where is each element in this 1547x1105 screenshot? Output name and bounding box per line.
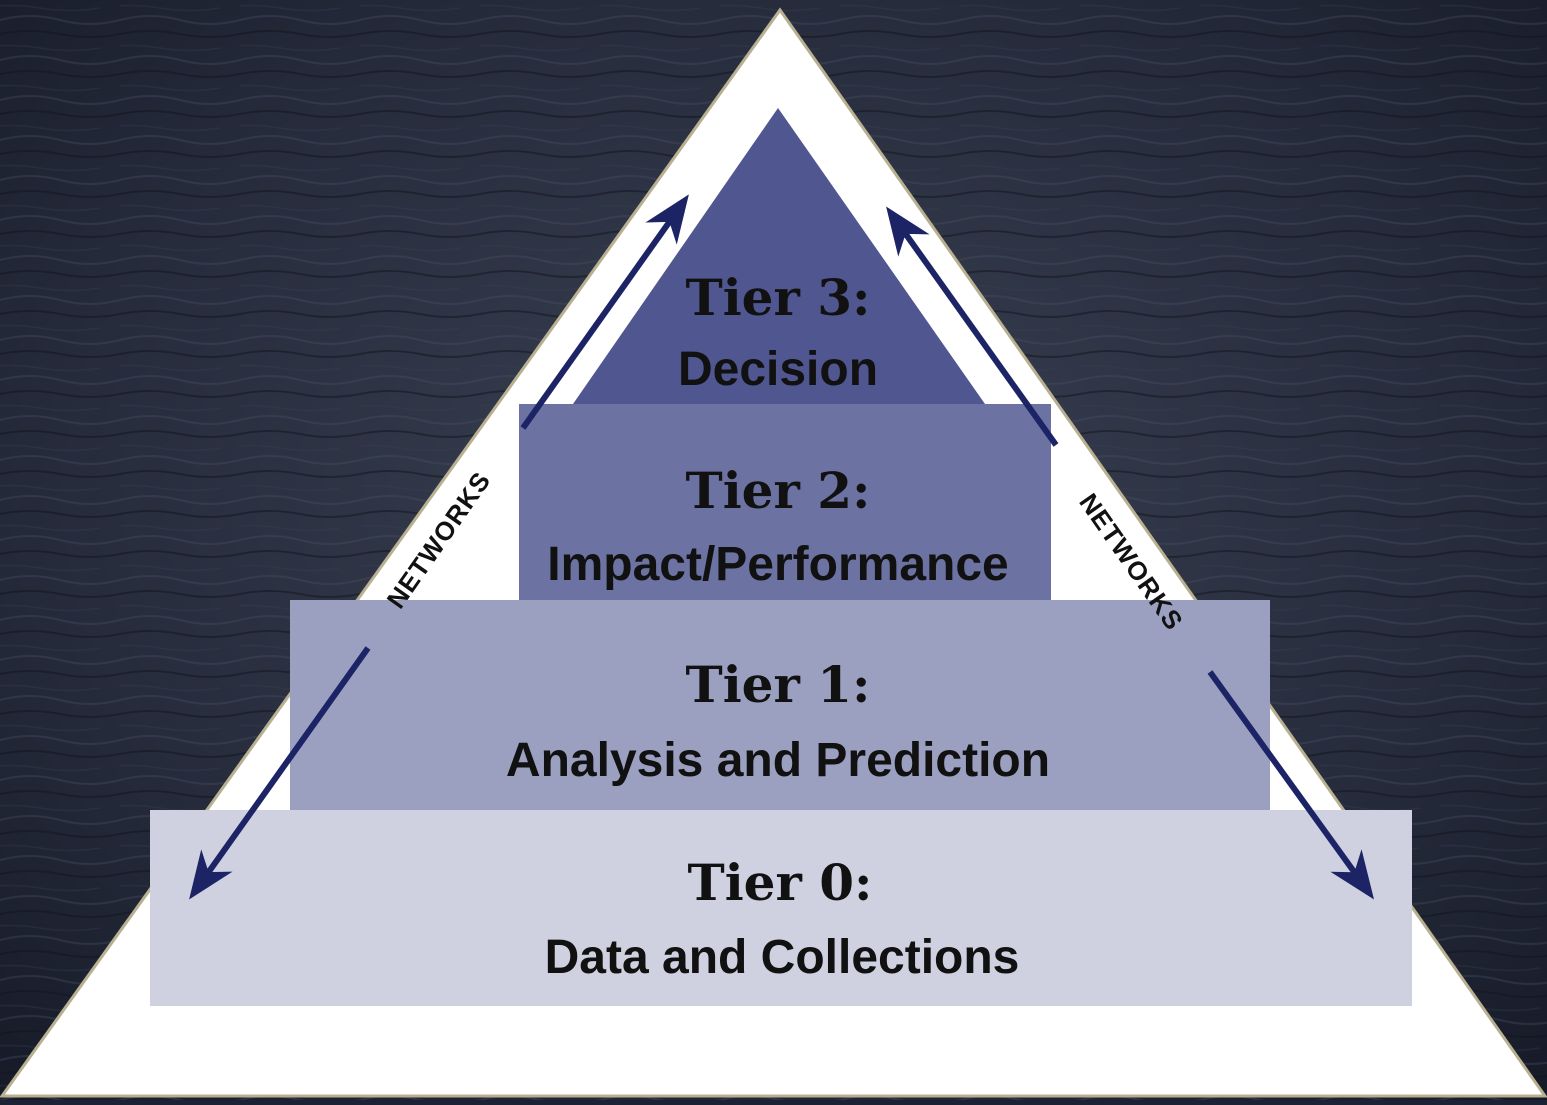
tier-0-title: Tier 0:: [687, 853, 872, 912]
tier-0-band: [150, 810, 1412, 1006]
tier-2-band: [519, 404, 1051, 600]
tier-3-band: [573, 108, 985, 404]
tier-1-subtitle: Analysis and Prediction: [506, 734, 1050, 787]
left-down-arrow: [189, 646, 371, 900]
tier-2-title: Tier 2:: [685, 461, 870, 520]
right-up-arrow: [886, 206, 1059, 447]
tier-1-title: Tier 1:: [685, 655, 870, 714]
tier-0-subtitle: Data and Collections: [545, 931, 1020, 984]
tier-3-title: Tier 3:: [685, 268, 870, 327]
right-down-arrow: [1207, 670, 1375, 900]
tier-1-band: [290, 600, 1270, 810]
left-up-arrow: [520, 194, 689, 430]
tier-3-subtitle: Decision: [678, 343, 878, 396]
tier-2-subtitle: Impact/Performance: [547, 538, 1009, 591]
